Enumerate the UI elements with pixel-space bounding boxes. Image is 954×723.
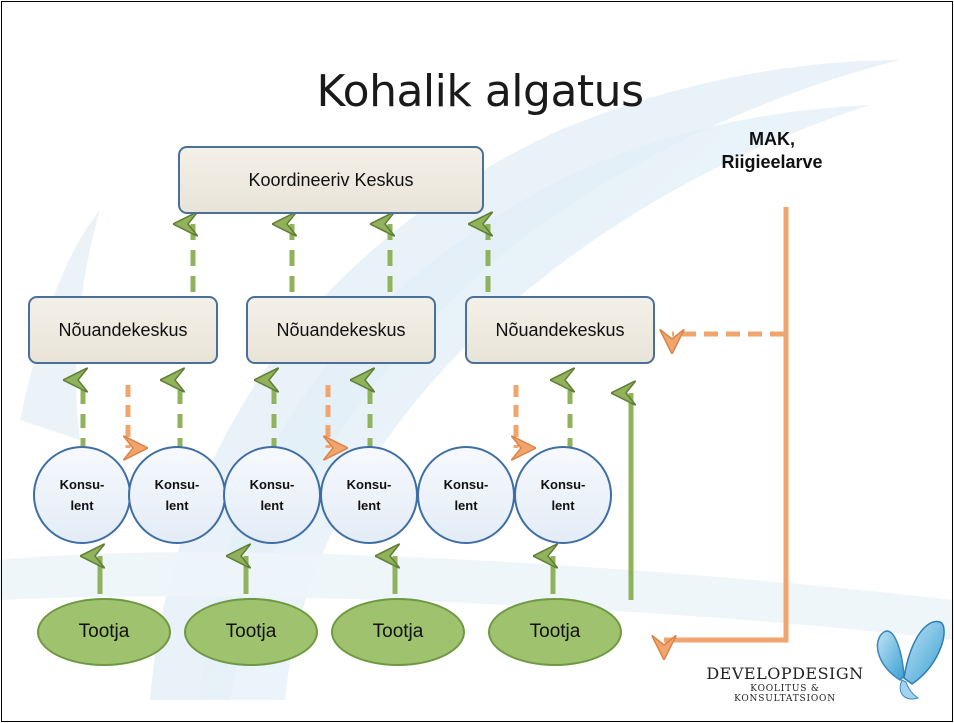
advisory-center-box-2: Nõuandekeskus — [246, 296, 436, 364]
consultant-label: Konsu- lent — [540, 477, 586, 513]
consultant-node-6: Konsu- lent — [514, 446, 612, 544]
consultant-label: Konsu- lent — [154, 477, 200, 513]
funding-line — [664, 207, 789, 640]
consultant-node-4: Konsu- lent — [320, 446, 418, 544]
producer-node-1: Tootja — [37, 598, 171, 666]
producer-label: Tootja — [225, 621, 277, 642]
butterfly-logo-icon — [876, 620, 945, 700]
advisory-center-box-3: Nõuandekeskus — [465, 296, 655, 364]
producer-node-2: Tootja — [184, 598, 318, 666]
producer-label: Tootja — [372, 621, 424, 642]
coordinating-center-label: Koordineeriv Keskus — [248, 169, 414, 190]
consultant-node-2: Konsu- lent — [128, 446, 226, 544]
producer-label: Tootja — [78, 621, 130, 642]
consultant-label: Konsu- lent — [249, 477, 295, 513]
consultant-label: Konsu- lent — [59, 477, 105, 513]
slide-title: Kohalik algatus — [316, 66, 645, 117]
advisory-center-label: Nõuandekeskus — [276, 319, 406, 340]
consultant-node-1: Konsu- lent — [33, 446, 131, 544]
consultant-node-3: Konsu- lent — [223, 446, 321, 544]
producer-node-4: Tootja — [488, 598, 622, 666]
logo-tagline: Koolitus & Konsultatsioon — [734, 684, 836, 704]
consultant-label: Konsu- lent — [443, 477, 489, 513]
advisory-center-label: Nõuandekeskus — [495, 319, 625, 340]
coordinating-center-box: Koordineeriv Keskus — [178, 146, 484, 214]
logo-name: DevelopDesign — [706, 664, 864, 683]
producer-label: Tootja — [529, 621, 581, 642]
funding-label: MAK, Riigieelarve — [721, 129, 823, 172]
consultant-label: Konsu- lent — [346, 477, 392, 513]
advisory-center-label: Nõuandekeskus — [58, 319, 188, 340]
consultant-node-5: Konsu- lent — [417, 446, 515, 544]
advisory-center-box-1: Nõuandekeskus — [28, 296, 218, 364]
logo-wordmark: DevelopDesign Koolitus & Konsultatsioon — [700, 664, 870, 704]
producer-node-3: Tootja — [331, 598, 465, 666]
